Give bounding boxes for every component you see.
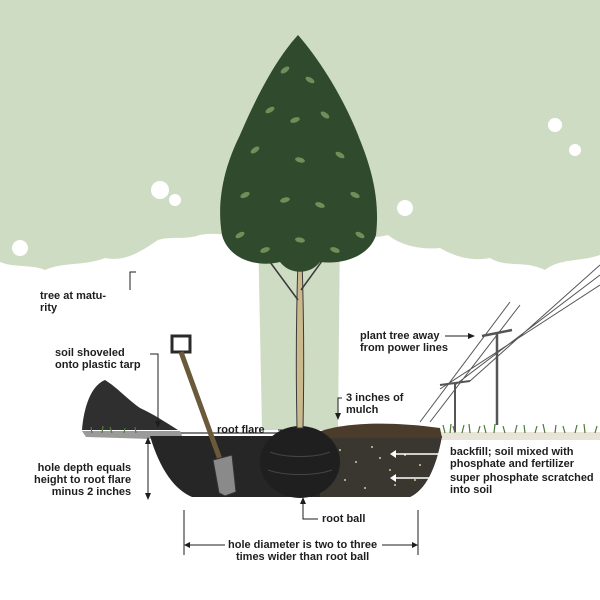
label-hole-depth: hole depth equals height to root flare m… [34,462,132,498]
label-mulch: 3 inches of mulch [346,392,404,416]
label-backfill: backfill; soil mixed with phosphate and … [450,446,575,470]
root-ball [260,426,340,498]
soil-pile [82,380,178,430]
power-pole-icon [419,264,600,432]
shovel-icon [170,334,237,497]
backfill-soil [320,427,442,497]
label-root-flare: root flare [217,424,265,436]
label-super-phosphate: super phosphate scratched into soil [450,472,594,496]
label-plant-away-power-lines: plant tree away from power lines [360,330,449,354]
arrow-icon [390,450,440,482]
label-soil-shoveled: soil shoveled onto plastic tarp [55,347,141,371]
label-tree-at-maturity: tree at matu- rity [40,290,107,314]
label-hole-diameter: hole diameter is two to three times wide… [228,539,378,563]
grass [90,423,598,434]
mulch [318,423,442,438]
label-root-ball: root ball [322,513,366,525]
tree-foliage [220,35,378,272]
leader-lines [129,271,475,555]
